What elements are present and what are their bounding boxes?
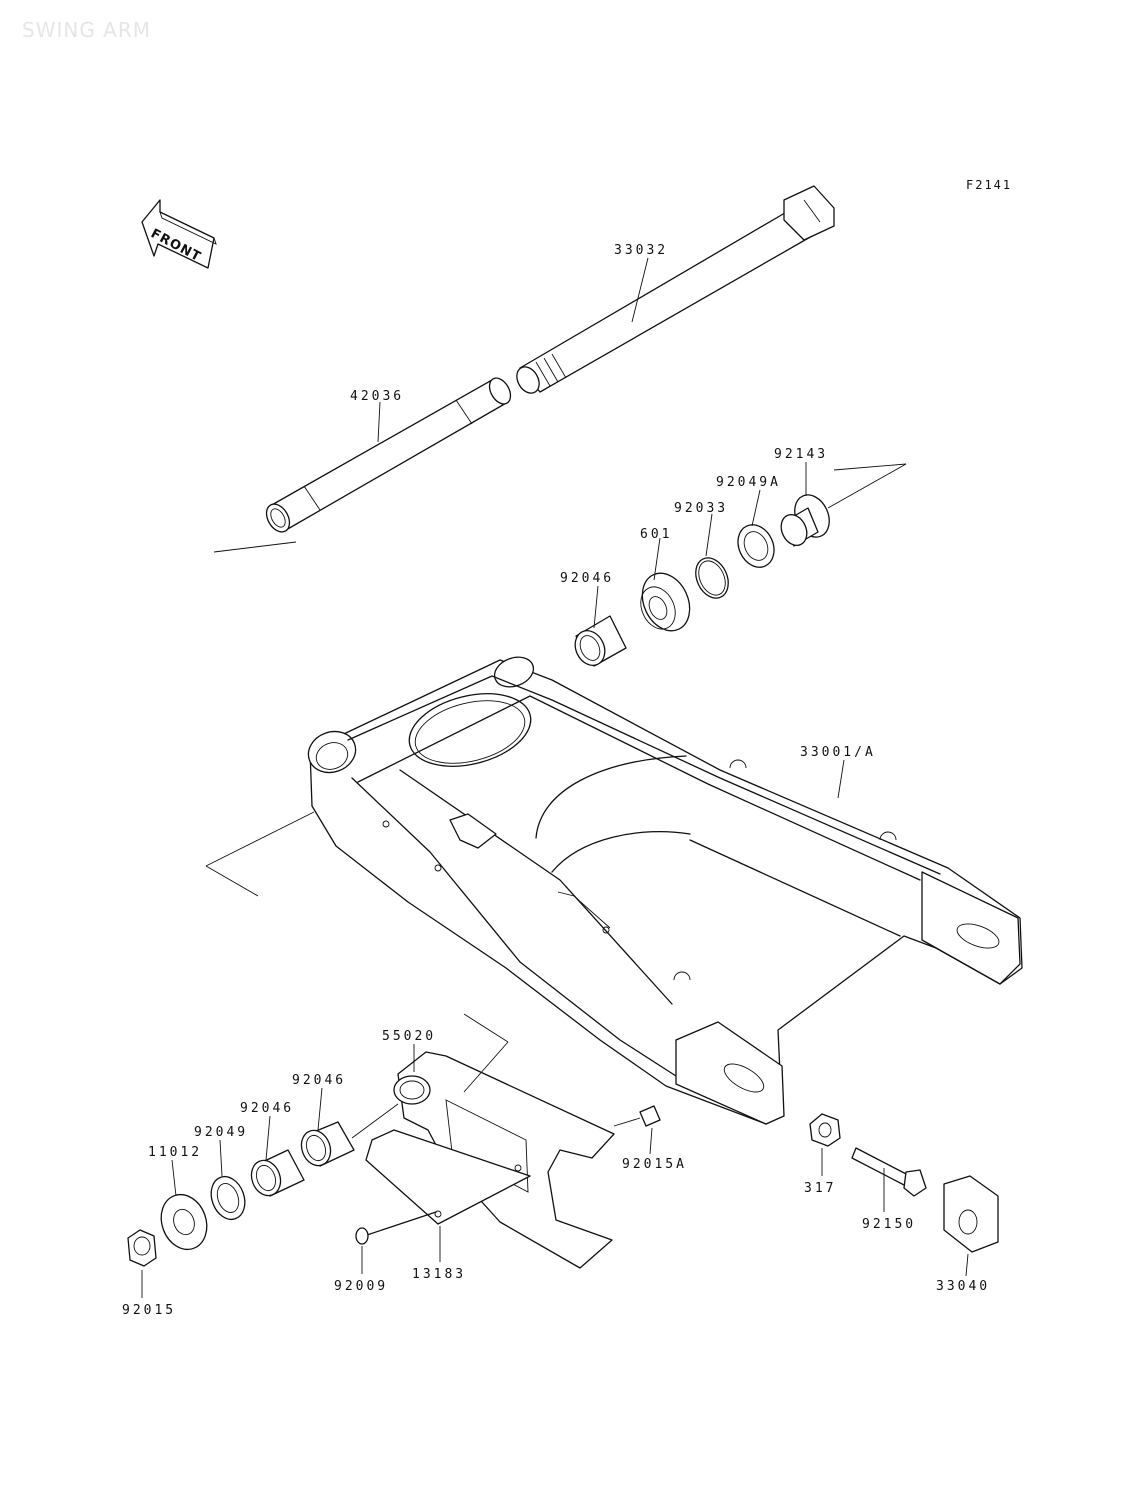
part-label-11012: 11012 — [148, 1145, 202, 1160]
part-label-92046-mid: 92046 — [292, 1073, 346, 1088]
leader-lines — [141, 257, 969, 1298]
figure-code: F2141 — [966, 178, 1013, 192]
needle-bearing-92046-low — [250, 1149, 305, 1197]
washer-11012 — [160, 1193, 208, 1251]
needle-bearing-92046-mid — [300, 1103, 399, 1167]
part-label-92009: 92009 — [334, 1279, 388, 1294]
part-label-92150: 92150 — [862, 1217, 916, 1232]
chain-guard-55020 — [393, 1013, 615, 1269]
screw-92009 — [355, 1211, 437, 1245]
front-arrow-icon: FRONT — [141, 199, 217, 269]
collar-92143 — [780, 463, 907, 547]
part-label-92046-low: 92046 — [240, 1101, 294, 1116]
part-label-92015A: 92015A — [622, 1157, 687, 1172]
part-label-55020: 55020 — [382, 1029, 436, 1044]
part-label-33032: 33032 — [614, 243, 668, 258]
part-label-13183: 13183 — [412, 1267, 466, 1282]
part-label-92046-top: 92046 — [560, 571, 614, 586]
nut-92015 — [127, 1229, 157, 1267]
needle-bearing-92046-top — [574, 615, 627, 667]
part-label-92049: 92049 — [194, 1125, 248, 1140]
swing-arm-33001A — [205, 656, 1023, 1125]
bearing-601 — [640, 572, 691, 632]
pivot-shaft-33032 — [516, 185, 835, 394]
nut-317 — [809, 1113, 841, 1147]
bolt-92015A — [613, 1105, 661, 1127]
part-label-317: 317 — [804, 1181, 836, 1196]
plate-13183 — [365, 1129, 531, 1225]
part-label-92015: 92015 — [122, 1303, 176, 1318]
part-label-92033: 92033 — [674, 501, 728, 516]
adjuster-bolt-92150 — [851, 1147, 927, 1197]
part-label-33040: 33040 — [936, 1279, 990, 1294]
part-label-33001A: 33001/A — [800, 745, 876, 760]
block-33040 — [943, 1175, 999, 1253]
seal-92049A — [737, 524, 775, 568]
part-label-42036: 42036 — [350, 389, 404, 404]
part-label-92049A: 92049A — [716, 475, 781, 490]
part-label-92143: 92143 — [774, 447, 828, 462]
part-labels: 33032 42036 92143 92049A 92033 601 92046… — [122, 243, 990, 1318]
seal-92049 — [210, 1175, 246, 1221]
diagram-watermark: SWING ARM — [22, 18, 152, 42]
circlip-92033 — [695, 557, 729, 599]
part-label-601: 601 — [640, 527, 672, 542]
sleeve-42036 — [213, 377, 512, 553]
